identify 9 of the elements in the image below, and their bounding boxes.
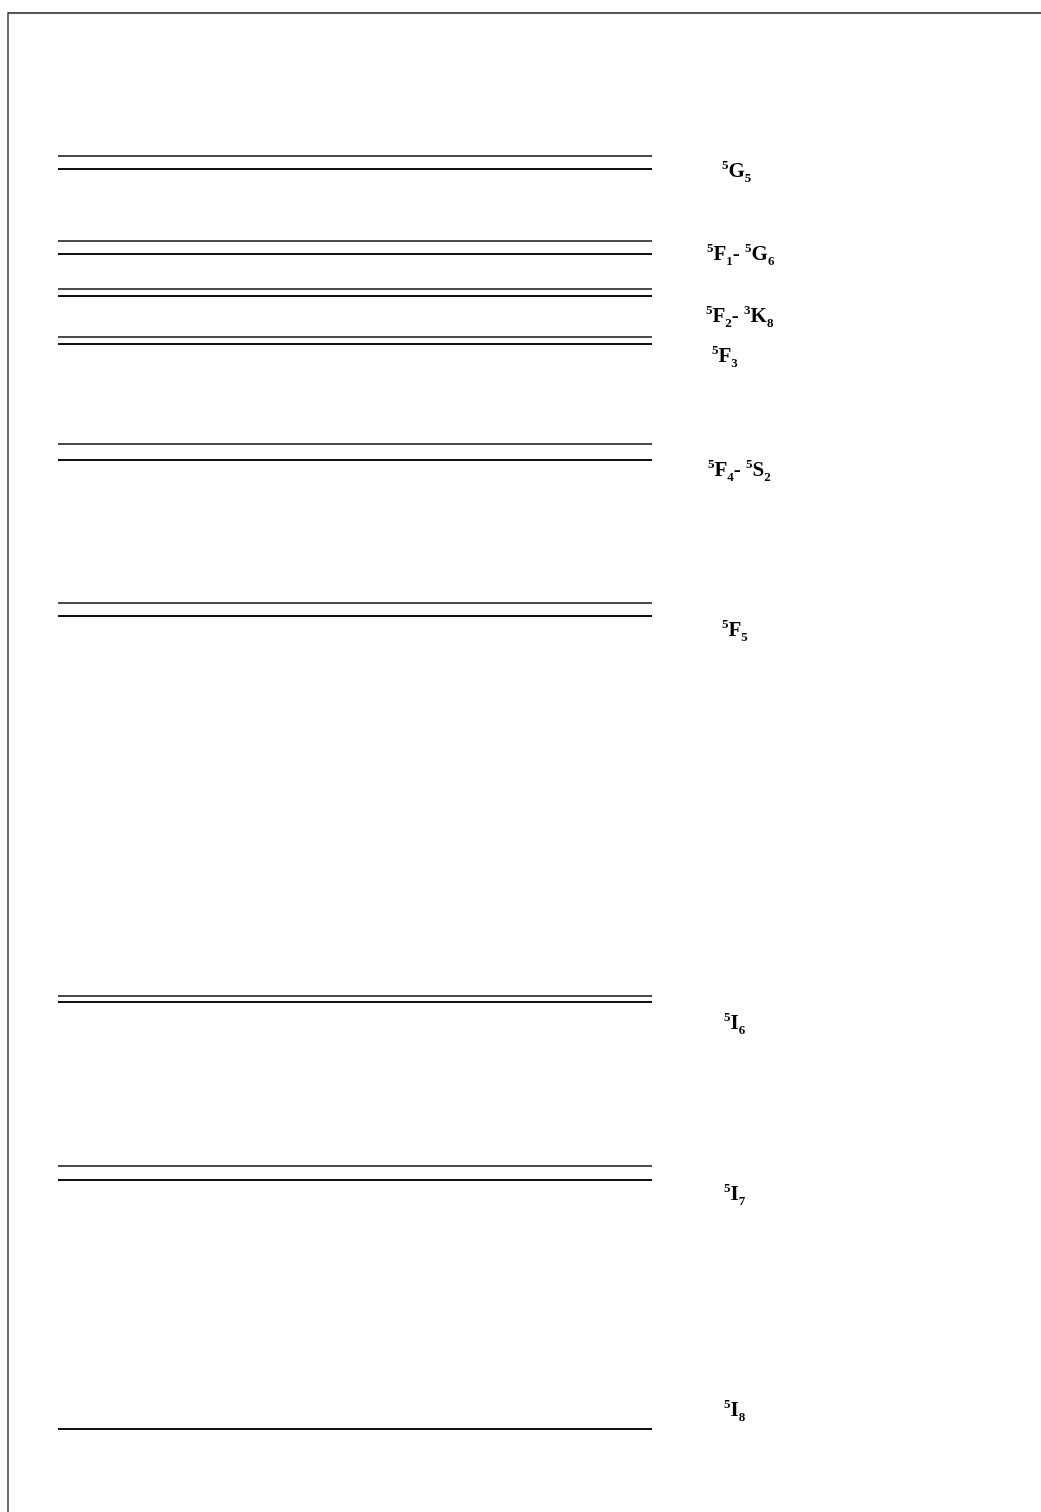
term-symbol: $^{5}$F$_{2}$- $^{3}$K$_{8}$: [706, 305, 774, 326]
term-symbol: $^{5}$F$_{1}$- $^{5}$G$_{6}$: [707, 243, 775, 264]
term-symbol: $^{5}$I$_{6}$: [724, 1012, 746, 1033]
term-symbol: $^{5}$G$_{5}$: [722, 160, 752, 181]
term-symbol: $^{5}$I$_{8}$: [724, 1399, 746, 1420]
term-symbol: $^{5}$I$_{7}$: [724, 1183, 746, 1204]
term-symbol: $^{5}$F$_{3}$: [712, 345, 738, 366]
term-symbol: $^{5}$F$_{4}$- $^{5}$S$_{2}$: [708, 459, 771, 480]
term-symbol: $^{5}$F$_{5}$: [722, 619, 748, 640]
